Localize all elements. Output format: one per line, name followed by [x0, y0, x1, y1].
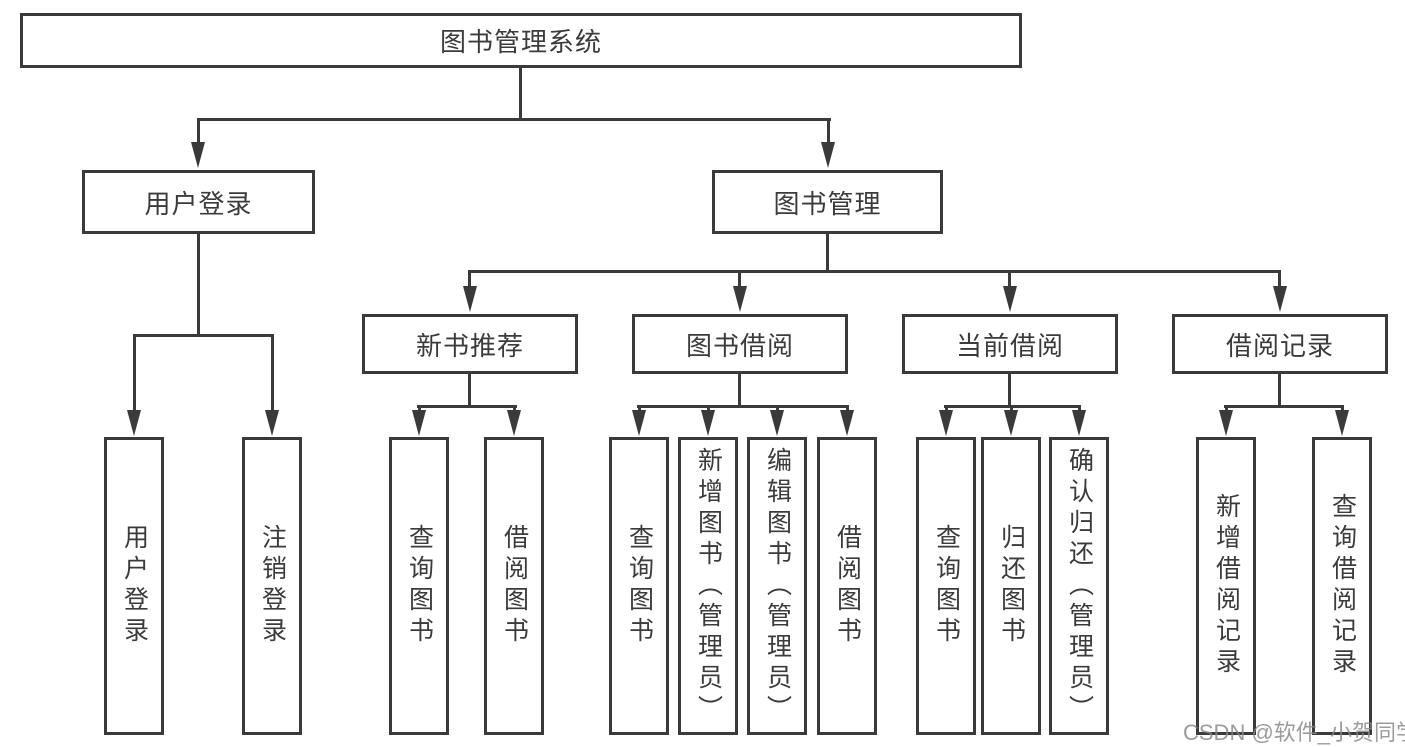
arrow-down-icon	[191, 142, 205, 168]
edge-line	[197, 234, 200, 337]
edge-line	[738, 270, 741, 290]
edge-line	[133, 334, 136, 414]
arrow-down-icon	[265, 410, 279, 436]
node-label: 图书管理系统	[439, 27, 602, 57]
edge-line	[468, 374, 471, 407]
edge-line	[738, 374, 741, 407]
edge-line	[1225, 405, 1228, 414]
node-label: 图书借阅	[685, 330, 794, 361]
node-label: 确认归还（管理员）	[1065, 446, 1094, 726]
node-label: 查询图书	[625, 524, 654, 648]
edge-line	[468, 270, 471, 290]
edge-line	[417, 405, 517, 408]
edge-line	[1341, 405, 1344, 414]
node-book-borrowing: 图书借阅	[632, 314, 848, 374]
node-label: 用户登录	[120, 524, 149, 648]
arrow-down-icon	[1219, 410, 1233, 436]
node-leaf-query-borrow-record: 查询借阅记录	[1312, 437, 1372, 735]
node-leaf-add-borrow-record: 新增借阅记录	[1196, 437, 1256, 735]
arrow-down-icon	[1335, 410, 1349, 436]
node-label: 新书推荐	[415, 330, 524, 361]
node-label: 查询图书	[405, 524, 434, 648]
node-label: 新增图书（管理员）	[694, 446, 723, 726]
node-label: 注销登录	[258, 524, 287, 648]
node-label: 借阅记录	[1225, 330, 1334, 361]
node-label: 编辑图书（管理员）	[763, 446, 792, 726]
edge-line	[1008, 270, 1011, 290]
edge-line	[1008, 374, 1011, 407]
edge-line	[1078, 405, 1081, 414]
node-label: 新增借阅记录	[1212, 493, 1241, 679]
edge-line	[638, 405, 641, 414]
arrow-down-icon	[412, 410, 426, 436]
node-leaf-query-books-3: 查询图书	[916, 437, 976, 735]
edge-line	[826, 234, 829, 272]
arrow-down-icon	[733, 286, 747, 312]
node-leaf-query-books-2: 查询图书	[609, 437, 669, 735]
node-leaf-logout: 注销登录	[242, 437, 302, 735]
edge-line	[513, 405, 516, 414]
edge-line	[519, 68, 522, 120]
node-leaf-query-books-1: 查询图书	[389, 437, 449, 735]
arrow-down-icon	[939, 410, 953, 436]
node-label: 当前借阅	[955, 330, 1064, 361]
node-leaf-edit-books: 编辑图书（管理员）	[747, 437, 807, 735]
node-leaf-borrow-books-2: 借阅图书	[817, 437, 877, 735]
arrow-down-icon	[1273, 286, 1287, 312]
edge-line	[1278, 270, 1281, 290]
node-label: 查询图书	[932, 524, 961, 648]
edge-line	[468, 270, 1281, 273]
edge-line	[271, 334, 274, 414]
node-new-book-recommend: 新书推荐	[362, 314, 578, 374]
edge-line	[637, 405, 849, 408]
arrow-down-icon	[1072, 410, 1086, 436]
arrow-down-icon	[127, 410, 141, 436]
edge-line	[707, 405, 710, 414]
edge-line	[133, 334, 274, 337]
node-leaf-confirm-return: 确认归还（管理员）	[1049, 437, 1109, 735]
node-label: 借阅图书	[833, 524, 862, 648]
node-current-borrowing: 当前借阅	[902, 314, 1118, 374]
arrow-down-icon	[821, 142, 835, 168]
node-label: 归还图书	[997, 524, 1026, 648]
arrow-down-icon	[1004, 410, 1018, 436]
edge-line	[776, 405, 779, 414]
node-user-login: 用户登录	[82, 170, 315, 234]
edge-line	[1278, 374, 1281, 407]
arrow-down-icon	[463, 286, 477, 312]
arrow-down-icon	[840, 410, 854, 436]
edge-line	[418, 405, 421, 414]
node-book-management: 图书管理	[712, 170, 943, 234]
node-label: 用户登录	[144, 188, 253, 219]
arrow-down-icon	[1003, 286, 1017, 312]
node-label: 借阅图书	[500, 524, 529, 648]
edge-line	[945, 405, 948, 414]
node-root: 图书管理系统	[20, 13, 1022, 68]
node-leaf-return-books: 归还图书	[981, 437, 1041, 735]
watermark: CSDN @软件_小贺同学	[1183, 720, 1405, 745]
node-label: 查询借阅记录	[1328, 493, 1357, 679]
arrow-down-icon	[701, 410, 715, 436]
arrow-down-icon	[507, 410, 521, 436]
edge-line	[1224, 405, 1344, 408]
edge-line	[846, 405, 849, 414]
node-borrowing-records: 借阅记录	[1172, 314, 1388, 374]
edge-line	[1010, 405, 1013, 414]
arrow-down-icon	[770, 410, 784, 436]
edge-line	[197, 118, 200, 146]
edge-line	[827, 118, 830, 146]
node-leaf-user-login: 用户登录	[104, 437, 164, 735]
node-leaf-add-books: 新增图书（管理员）	[678, 437, 738, 735]
edge-line	[197, 118, 831, 121]
node-leaf-borrow-books-1: 借阅图书	[484, 437, 544, 735]
arrow-down-icon	[632, 410, 646, 436]
node-label: 图书管理	[773, 188, 882, 219]
